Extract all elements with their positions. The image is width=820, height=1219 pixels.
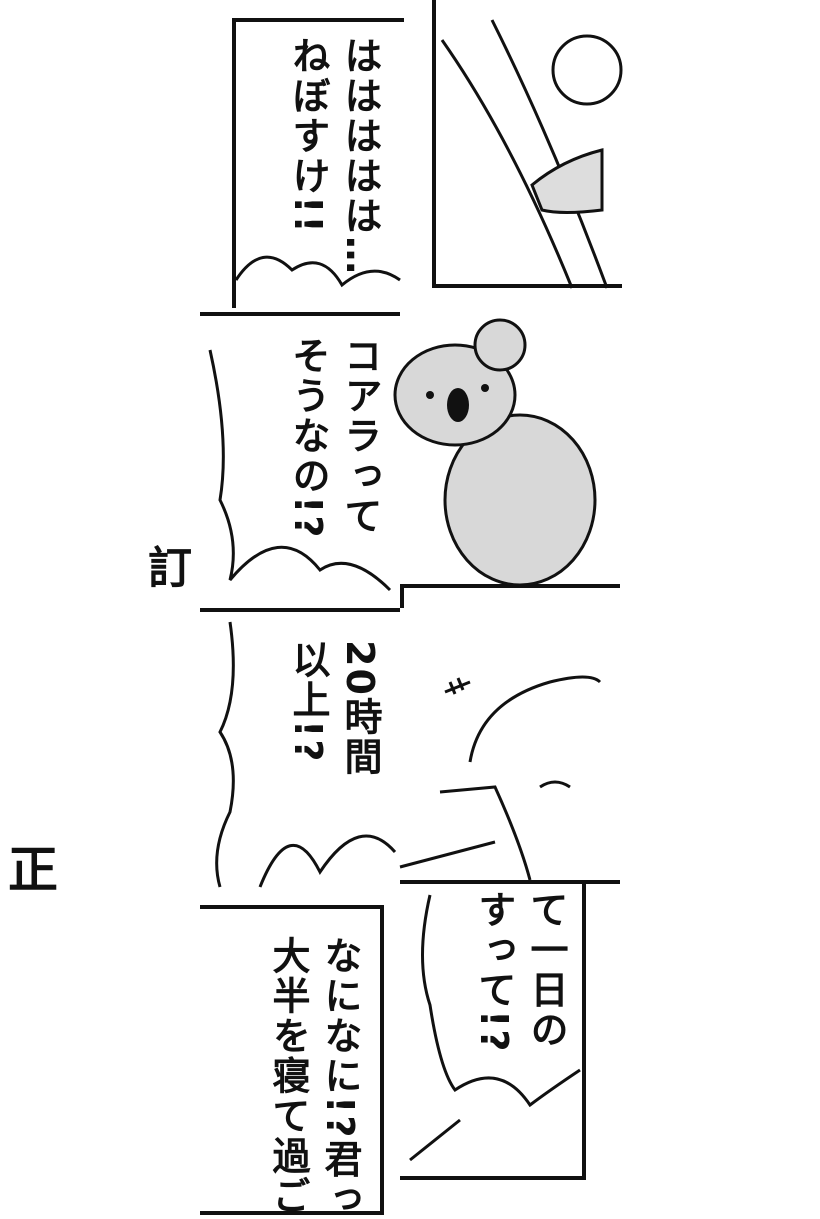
side-text-1: 訂 bbox=[148, 543, 192, 594]
speech-text-4-left: なになに!?君っ 大半を寝て過ご bbox=[266, 936, 362, 1219]
character-head-illustration bbox=[399, 675, 602, 881]
speech-box-4-right bbox=[400, 880, 586, 1180]
speech-text-2: コアラって そうなの!? bbox=[286, 336, 382, 540]
speech-text-4-right: て一日の すって!? bbox=[472, 890, 568, 1054]
cloud-outline-1 bbox=[234, 255, 401, 288]
speech-text-1: ははははは… ねぼすけ!! bbox=[286, 36, 382, 276]
cloud-outline-2 bbox=[208, 349, 392, 592]
speech-box-1 bbox=[232, 18, 404, 308]
image-panel-character bbox=[400, 608, 620, 884]
speech-box-4-left bbox=[200, 905, 384, 1215]
cloud-outline-3 bbox=[215, 621, 397, 888]
speech-text-3: 20時間 以上!? bbox=[286, 640, 382, 777]
cloud-outline-4 bbox=[409, 894, 581, 1162]
koala-illustration bbox=[393, 318, 597, 587]
koala-on-branch-illustration bbox=[440, 19, 623, 289]
side-text-2: 正 bbox=[8, 841, 58, 899]
